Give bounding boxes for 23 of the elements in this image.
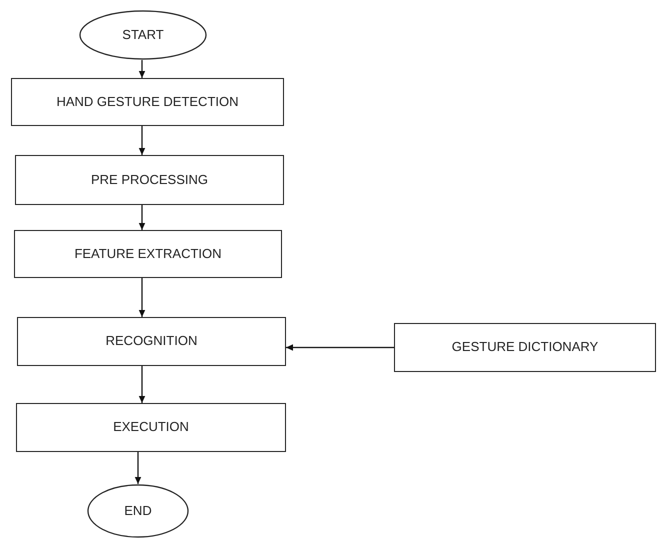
node-label: END <box>124 502 152 520</box>
node-label: GESTURE DICTIONARY <box>452 339 598 356</box>
node-label: START <box>122 26 164 44</box>
node-label: PRE PROCESSING <box>90 172 208 188</box>
arrow <box>286 344 394 351</box>
process-box <box>17 317 286 366</box>
arrow <box>138 205 146 230</box>
process-box <box>15 155 284 205</box>
arrow <box>138 278 146 317</box>
node-label: RECOGNITION <box>106 333 198 350</box>
process-box <box>14 230 282 278</box>
node-label: FEATURE EXTRACTION <box>74 246 222 262</box>
terminal-oval <box>79 10 207 60</box>
node-label: HAND GESTURE DETECTION <box>56 94 238 110</box>
arrow <box>138 60 146 78</box>
node-label: EXECUTION <box>113 419 189 436</box>
process-box <box>394 323 656 372</box>
terminal-oval <box>87 484 189 538</box>
process-box <box>16 403 286 452</box>
process-box <box>11 78 284 126</box>
arrow <box>138 366 146 403</box>
arrow <box>134 452 142 484</box>
arrow <box>138 126 146 155</box>
